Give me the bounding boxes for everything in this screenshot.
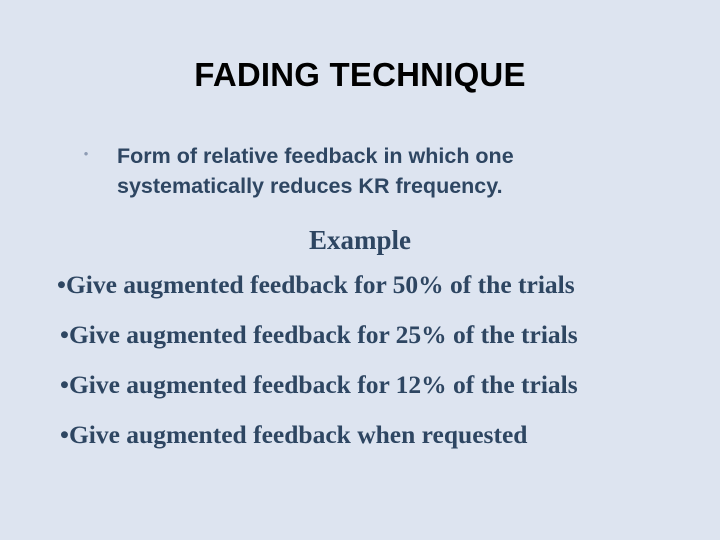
- list-item-label: Give augmented feedback when requested: [68, 420, 528, 449]
- list-item-label: Give augmented feedback for 25% of the t…: [68, 320, 578, 349]
- list-item-label: Give augmented feedback for 50% of the t…: [65, 270, 575, 299]
- bullet-icon: •: [83, 146, 89, 161]
- list-item: •Give augmented feedback when requested: [57, 420, 677, 470]
- intro-bullet-item: • Form of relative feedback in which one…: [78, 141, 638, 201]
- bullet-icon: •: [60, 320, 69, 349]
- bullet-icon: •: [57, 270, 66, 299]
- intro-text: Form of relative feedback in which one s…: [117, 144, 514, 198]
- list-item: •Give augmented feedback for 50% of the …: [57, 270, 677, 320]
- page-title: FADING TECHNIQUE: [194, 56, 526, 93]
- example-heading: Example: [308, 225, 411, 255]
- list-item-label: Give augmented feedback for 12% of the t…: [68, 370, 578, 399]
- bullet-icon: •: [60, 420, 69, 449]
- example-list: •Give augmented feedback for 50% of the …: [57, 270, 677, 470]
- bullet-icon: •: [60, 370, 69, 399]
- list-item: •Give augmented feedback for 25% of the …: [57, 320, 677, 370]
- list-item: •Give augmented feedback for 12% of the …: [57, 370, 677, 420]
